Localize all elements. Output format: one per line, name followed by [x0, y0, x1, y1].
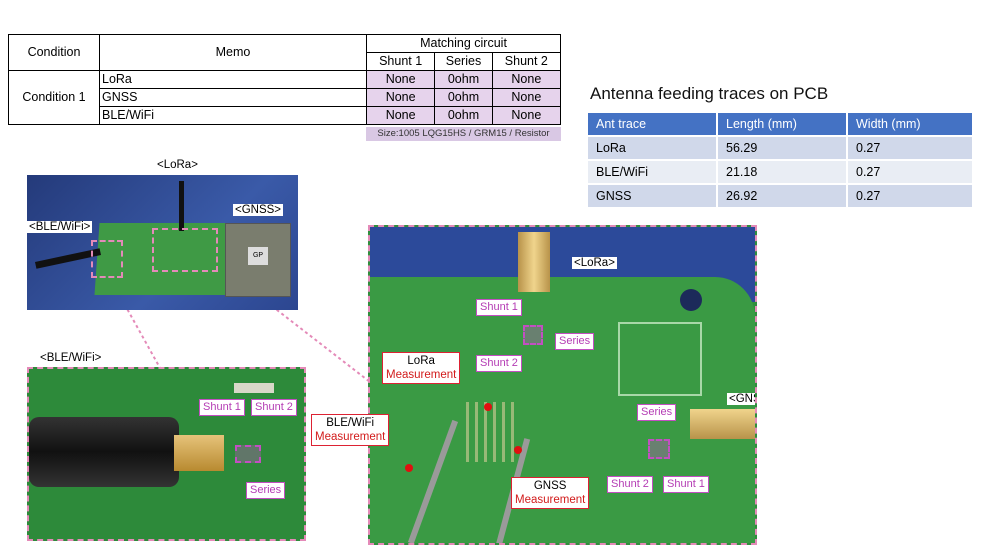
ble-measurement-callout: BLE/WiFi Measurement — [311, 414, 390, 446]
series-cell: 0ohm — [434, 88, 493, 107]
connector — [174, 435, 224, 471]
gnss-main-label: <GNSS> — [727, 393, 755, 405]
main-pcb-photo: <LoRa> <GNSS> Shunt 1 Series Shunt 2 Ser… — [368, 225, 757, 545]
trace-name-cell: GNSS — [588, 183, 718, 207]
gnss-shunt2-label: Shunt 2 — [607, 476, 653, 493]
header-memo: Memo — [99, 34, 367, 71]
header-length: Length (mm) — [717, 113, 848, 136]
trace-length-cell: 26.92 — [717, 183, 848, 207]
lora-measurement-callout: LoRa Measurement — [382, 352, 461, 384]
gnss-meas-subtitle: Measurement — [515, 494, 586, 506]
trace-length-cell: 56.29 — [717, 135, 848, 160]
trace-name-cell: BLE/WiFi — [588, 159, 718, 184]
trace-name-cell: LoRa — [588, 135, 718, 160]
ble-matching-marker — [235, 445, 261, 463]
trace-width-cell: 0.27 — [847, 159, 974, 184]
trace-length-cell: 21.18 — [717, 159, 848, 184]
header-condition: Condition — [8, 34, 100, 71]
series-cell: 0ohm — [434, 70, 493, 89]
ble-shunt1-label: Shunt 1 — [199, 399, 245, 416]
lora-highlight-box — [152, 228, 218, 272]
table-row: GNSS 26.92 0.27 — [588, 183, 974, 207]
gps-chip-label: GP — [252, 252, 264, 259]
gnss-matching-marker — [648, 439, 670, 459]
lora-meas-title: LoRa — [407, 355, 435, 367]
lora-antenna — [179, 181, 184, 231]
mount-hole — [680, 289, 702, 311]
lora-top-label: <LoRa> — [157, 159, 198, 171]
gnss-meas-title: GNSS — [533, 480, 567, 492]
header-width: Width (mm) — [847, 113, 974, 136]
ble-meas-subtitle: Measurement — [315, 431, 386, 443]
ble-label: <BLE/WiFi> — [27, 221, 93, 233]
memo-cell: BLE/WiFi — [99, 106, 367, 125]
condition-cell: Condition 1 — [8, 70, 100, 125]
series-cell: 0ohm — [434, 106, 493, 125]
shield-can — [618, 322, 702, 396]
ble-photo-title: <BLE/WiFi> — [40, 352, 102, 364]
header-ant-trace: Ant trace — [588, 113, 718, 136]
shunt2-cell: None — [491, 106, 562, 125]
module-grid — [460, 402, 520, 462]
size-note: Size:1005 LQG15HS / GRM15 / Resistor — [366, 127, 561, 141]
shunt1-cell: None — [365, 106, 436, 125]
lora-meas-subtitle: Measurement — [386, 369, 457, 381]
cable-body — [29, 417, 179, 487]
trace-table-title: Antenna feeding traces on PCB — [590, 84, 829, 103]
gps-chip: GP — [248, 247, 268, 265]
gnss-measurement-callout: GNSS Measurement — [511, 477, 590, 509]
shunt1-cell: None — [365, 70, 436, 89]
gnss-series-label: Series — [637, 404, 677, 421]
ble-series-label: Series — [246, 482, 286, 499]
shunt2-cell: None — [491, 88, 562, 107]
lora-main-label: <LoRa> — [572, 257, 617, 269]
lora-sma-connector — [518, 232, 550, 292]
header-series: Series — [434, 52, 493, 71]
overview-photo: GP <BLE/WiFi> <GNSS> — [27, 175, 298, 310]
pads — [234, 383, 274, 393]
lora-series-label: Series — [555, 333, 595, 350]
ble-meas-title: BLE/WiFi — [326, 417, 375, 429]
table-row: BLE/WiFi 21.18 0.27 — [588, 159, 974, 184]
lora-measure-point — [484, 403, 492, 411]
lora-shunt2-label: Shunt 2 — [476, 355, 522, 372]
table-row: LoRa 56.29 0.27 — [588, 135, 974, 160]
ble-shunt2-label: Shunt 2 — [251, 399, 297, 416]
shunt1-cell: None — [365, 88, 436, 107]
gnss-measure-point — [514, 446, 522, 454]
trace-width-cell: 0.27 — [847, 183, 974, 207]
trace-table: Ant trace Length (mm) Width (mm) LoRa 56… — [588, 113, 974, 207]
table-row: Condition 1 LoRa None 0ohm None — [8, 70, 562, 125]
lora-matching-marker — [523, 325, 543, 345]
lora-shunt1-label: Shunt 1 — [476, 299, 522, 316]
gnss-shunt1-label: Shunt 1 — [663, 476, 709, 493]
table-row: BLE/WiFi None 0ohm None — [9, 106, 562, 125]
ble-measure-point — [405, 464, 413, 472]
gnss-sma-connector — [690, 409, 755, 439]
ble-highlight-box — [91, 240, 123, 278]
shunt2-cell: None — [491, 70, 562, 89]
trace-width-cell: 0.27 — [847, 135, 974, 160]
ble-closeup-photo: Shunt 1 Shunt 2 Series — [27, 367, 306, 541]
gnss-label: <GNSS> — [233, 204, 284, 216]
matching-circuit-table: Condition Memo Matching circuit Shunt 1 … — [8, 34, 562, 125]
